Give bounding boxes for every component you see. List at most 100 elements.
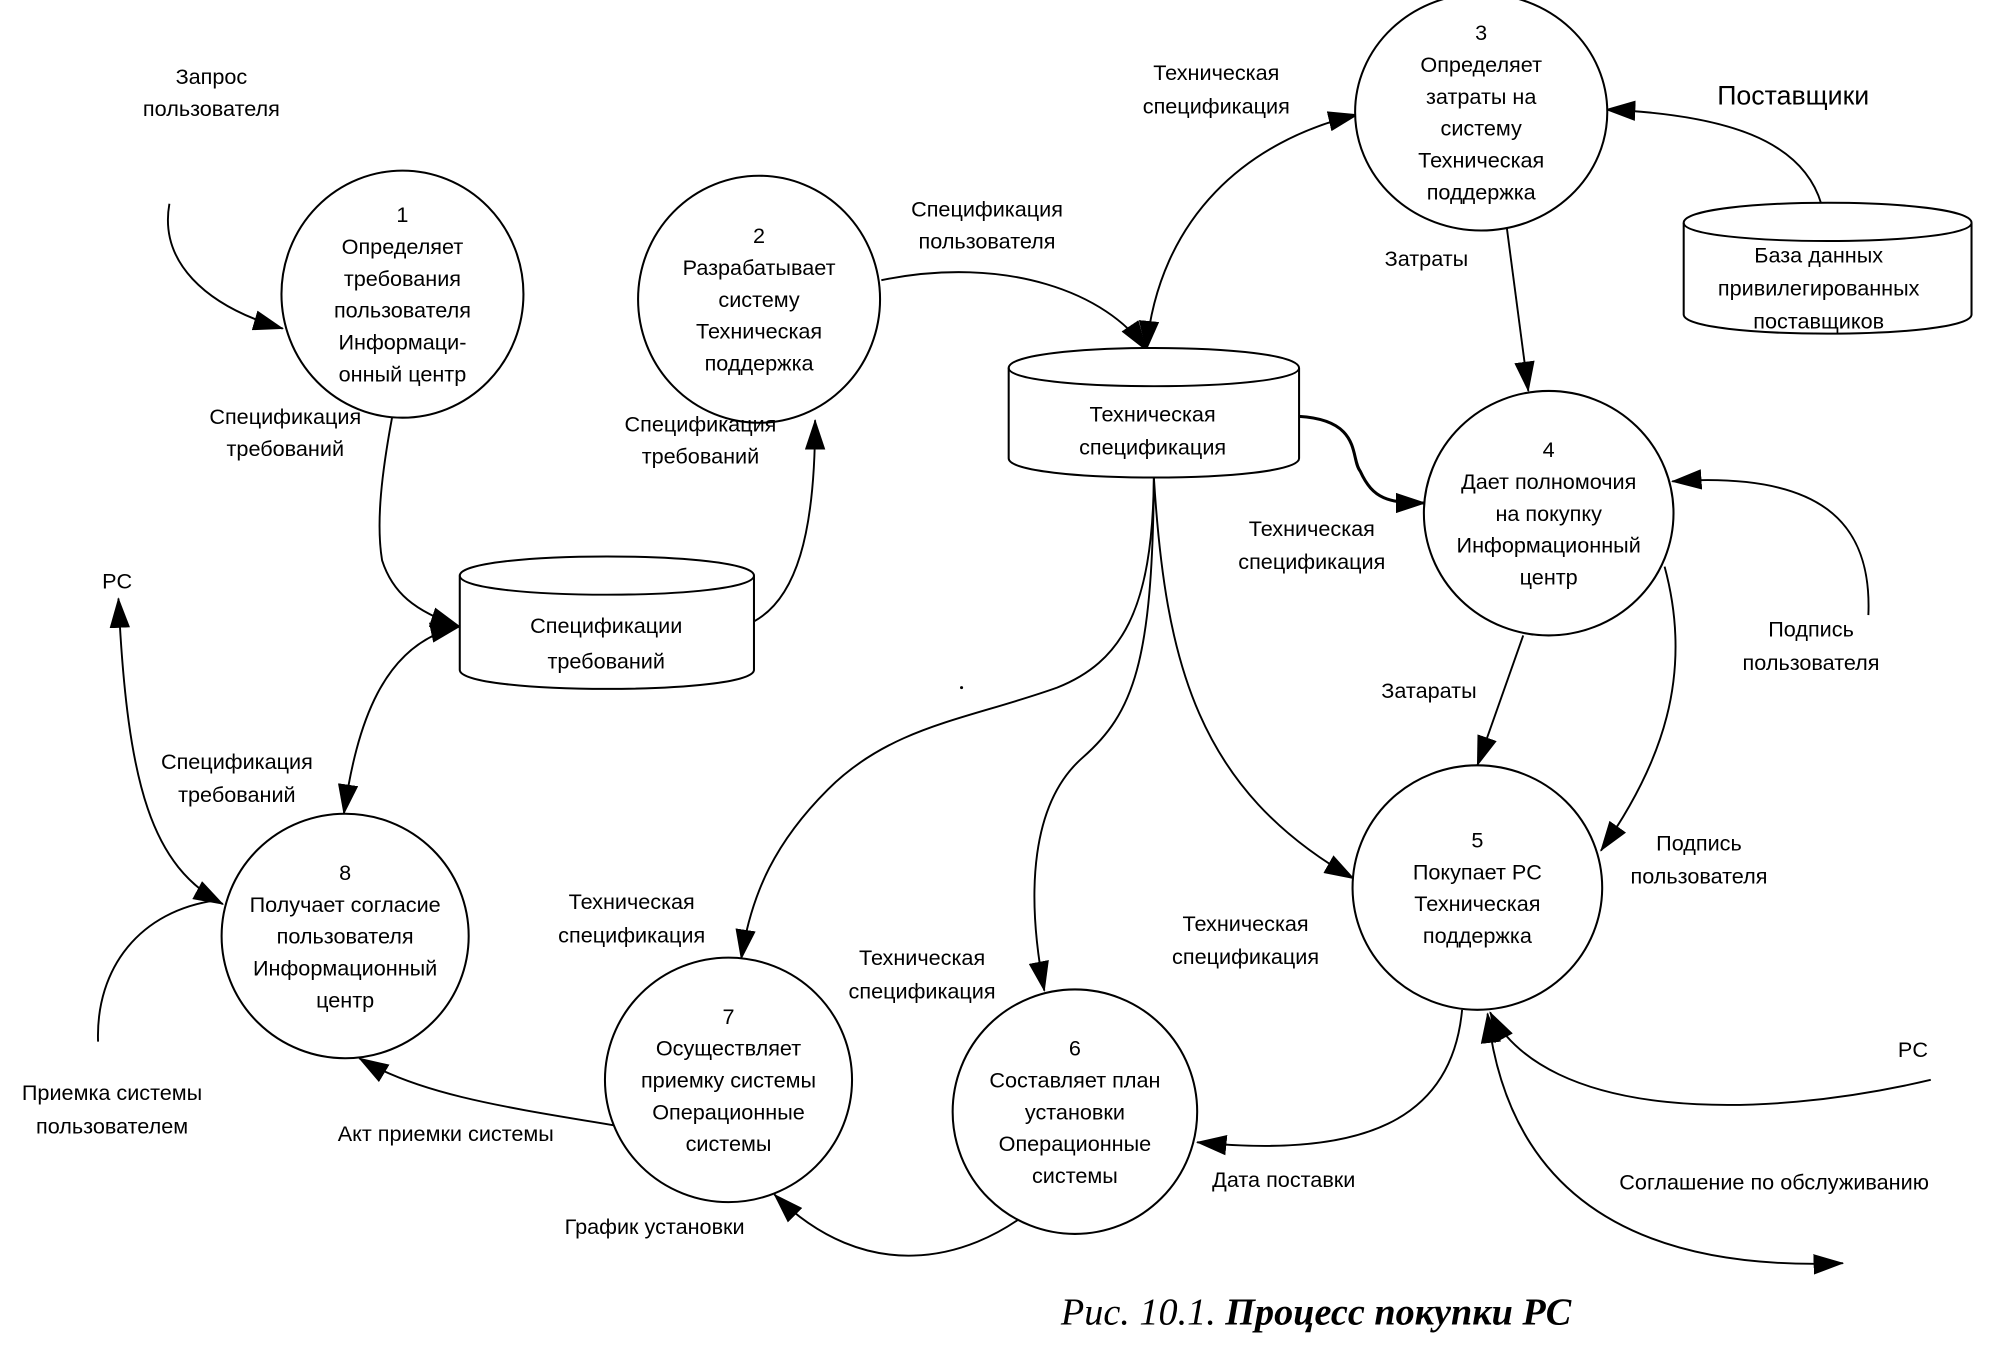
processes: 1ОпределяеттребованияпользователяИнформа… <box>220 0 1675 1235</box>
svg-text:График установки: График установки <box>565 1214 745 1239</box>
svg-text:спецификация: спецификация <box>849 978 996 1003</box>
process-label: Определяет <box>1420 52 1542 77</box>
flow-signature-to-4 <box>1670 469 1870 616</box>
svg-text:пользователем: пользователем <box>36 1113 188 1138</box>
flow-label: Техническая <box>859 945 985 970</box>
process-1: 1ОпределяеттребованияпользователяИнформа… <box>280 169 525 419</box>
flow-label: Подпись <box>1656 831 1742 856</box>
process-label: пользователя <box>277 924 414 949</box>
svg-text:Дата поставки: Дата поставки <box>1212 1167 1355 1192</box>
store-label: требований <box>547 649 665 674</box>
flow-8-to-pc <box>109 597 224 905</box>
process-label: Техническая <box>1418 147 1544 172</box>
svg-text:Техническая: Техническая <box>859 945 985 970</box>
flow-service-agreement <box>1480 1012 1845 1275</box>
svg-text:спецификация: спецификация <box>1238 549 1385 574</box>
svg-text:Поставщики: Поставщики <box>1717 80 1869 110</box>
caption-prefix: Рис. 10.1. <box>1060 1291 1216 1333</box>
process-label: Техническая <box>696 319 822 344</box>
flow-techspec-to-5 <box>1152 477 1355 880</box>
svg-text:Затараты: Затараты <box>1381 678 1476 703</box>
svg-text:требований: требований <box>547 649 665 674</box>
flow-label: требований <box>642 444 760 469</box>
flow-label: пользователя <box>1630 864 1767 889</box>
svg-text:Техническая: Техническая <box>1249 516 1375 541</box>
svg-text:Акт приемки системы: Акт приемки системы <box>338 1121 554 1146</box>
flow-label: График установки <box>565 1214 745 1239</box>
svg-text:Подпись: Подпись <box>1768 617 1854 642</box>
process-label: Операционные <box>999 1131 1152 1156</box>
svg-text:спецификация: спецификация <box>1079 435 1226 460</box>
store-requirements: Спецификации требований <box>458 555 755 690</box>
svg-text:Подпись: Подпись <box>1656 831 1742 856</box>
flow-label: спецификация <box>1143 93 1290 118</box>
caption-title: Процесс покупки PC <box>1224 1291 1571 1333</box>
process-label: пользователя <box>334 298 471 323</box>
process-label: центр <box>316 987 374 1012</box>
flow-label: Запрос <box>176 64 248 89</box>
flow-label: Техническая <box>1182 911 1308 936</box>
process-label: систему <box>718 287 800 312</box>
svg-text:спецификация: спецификация <box>558 922 705 947</box>
flow-label: Акт приемки системы <box>338 1121 554 1146</box>
process-label: затраты на <box>1426 84 1537 109</box>
flow-label: спецификация <box>1238 549 1385 574</box>
process-label: Информационный <box>1457 533 1641 558</box>
flow-label: пользователя <box>1743 650 1880 675</box>
flow-techspec-to-6 <box>1028 477 1155 992</box>
process-number: 4 <box>1543 437 1555 462</box>
flow-acceptance-by-user <box>97 899 217 1042</box>
process-circle <box>1354 0 1609 232</box>
store-label: Техническая <box>1090 402 1216 427</box>
process-number: 2 <box>753 223 765 248</box>
store-label: Спецификации <box>530 613 682 638</box>
process-label: системы <box>1032 1163 1118 1188</box>
flow-label: Спецификация <box>209 404 361 429</box>
flow-label: Техническая <box>569 889 695 914</box>
flow-pc-in <box>1489 1011 1931 1106</box>
flow-labels: Запрос пользователя Спецификация требова… <box>22 60 1929 1239</box>
process-label: требования <box>344 266 461 291</box>
svg-text:привилегированных: привилегированных <box>1718 275 1920 300</box>
process-circle <box>280 169 525 419</box>
flow-user-request <box>167 203 284 331</box>
flow-label: Приемка системы <box>22 1080 202 1105</box>
process-number: 8 <box>339 860 351 885</box>
store-suppliers-db: База данных привилегированных поставщико… <box>1682 201 1973 335</box>
flow-label: Затараты <box>1381 678 1476 703</box>
svg-text:Спецификация: Спецификация <box>625 412 777 437</box>
flow-label: Дата поставки <box>1212 1167 1355 1192</box>
process-label: поддержка <box>1427 179 1537 204</box>
flow-suppliers-to-3 <box>1604 100 1823 205</box>
flow-label: Затраты <box>1385 246 1469 271</box>
process-label: систему <box>1441 116 1523 141</box>
svg-text:Спецификация: Спецификация <box>911 196 1063 221</box>
process-circle <box>603 956 854 1204</box>
flow-label: Техническая <box>1153 60 1279 85</box>
process-label: Получает согласие <box>250 892 441 917</box>
flow-label: спецификация <box>1172 944 1319 969</box>
flows <box>97 100 1931 1275</box>
svg-text:пользователя: пользователя <box>1630 864 1767 889</box>
flow-label: спецификация <box>849 978 996 1003</box>
store-tech-spec: Техническая спецификация <box>1007 346 1301 479</box>
svg-text:PC: PC <box>1898 1037 1928 1062</box>
process-number: 6 <box>1069 1036 1081 1061</box>
flow-label: Подпись <box>1768 617 1854 642</box>
flow-3-to-4-costs <box>1505 226 1535 393</box>
flow-2-to-techspec <box>881 271 1148 352</box>
svg-text:Запрос: Запрос <box>176 64 248 89</box>
svg-text:Затраты: Затраты <box>1385 246 1469 271</box>
flow-label: Соглашение по обслуживанию <box>1619 1169 1929 1194</box>
process-circle <box>951 988 1199 1235</box>
flow-label: PC <box>1898 1037 1928 1062</box>
process-label: на покупку <box>1495 501 1602 526</box>
process-label: Техническая <box>1414 891 1540 916</box>
process-label: приемку системы <box>641 1067 816 1092</box>
svg-text:требований: требований <box>178 782 296 807</box>
process-label: центр <box>1520 564 1578 589</box>
process-label: Разрабатывает <box>683 255 836 280</box>
